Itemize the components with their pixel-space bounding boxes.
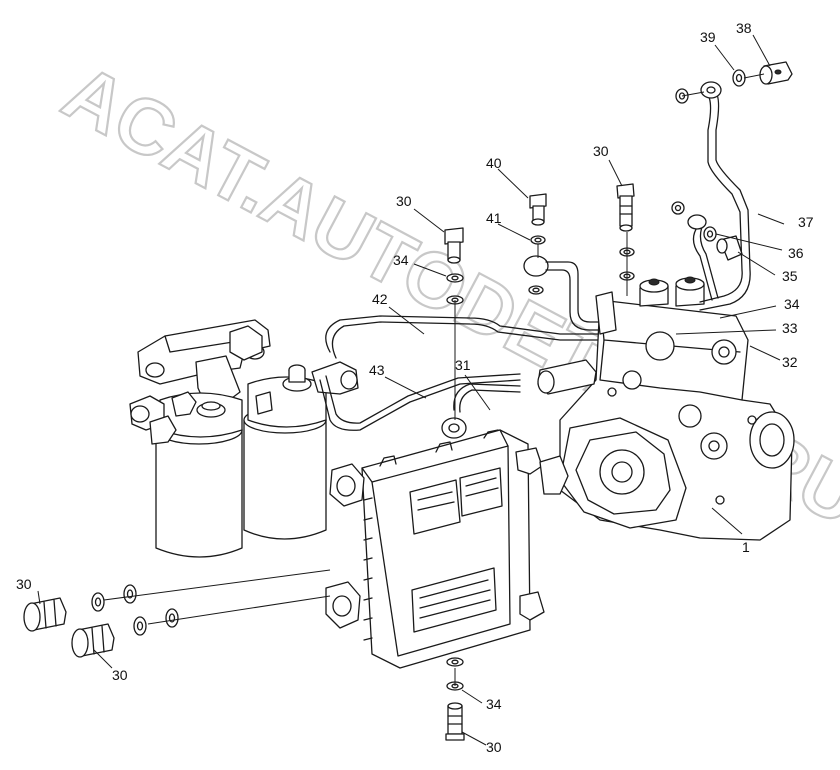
high-pressure-line xyxy=(687,81,751,311)
callout-30-bottom: 30 xyxy=(486,739,502,755)
washer-39 xyxy=(732,69,746,87)
callout-31: 31 xyxy=(455,357,471,373)
callout-33: 33 xyxy=(782,320,798,336)
callout-40: 40 xyxy=(486,155,502,171)
callout-labels: 1 30 30 30 30 30 31 32 33 34 34 34 35 36… xyxy=(16,20,814,755)
banjo-bolt-38 xyxy=(759,61,793,85)
callout-42: 42 xyxy=(372,291,388,307)
callout-34-top: 34 xyxy=(784,296,800,312)
bolt-40 xyxy=(529,193,547,226)
fuel-pipes xyxy=(319,255,601,431)
callout-34-lower: 34 xyxy=(486,696,502,712)
banjo-bolt-30-upper xyxy=(444,227,464,264)
banjo-bolts-and-washers xyxy=(23,61,793,741)
callout-1: 1 xyxy=(742,539,750,555)
callout-30-left-b: 30 xyxy=(112,667,128,683)
callout-41: 41 xyxy=(486,210,502,226)
callout-36: 36 xyxy=(788,245,804,261)
callout-34-upper-ecu: 34 xyxy=(393,252,409,268)
fuel-filter-right xyxy=(243,361,359,540)
washer-41 xyxy=(530,235,546,245)
washer-34-lower xyxy=(446,657,464,667)
callout-38: 38 xyxy=(736,20,752,36)
ecu-module xyxy=(325,417,545,669)
callout-37: 37 xyxy=(798,214,814,230)
banjo-bolt-30-top xyxy=(616,183,635,232)
callout-35: 35 xyxy=(782,268,798,284)
assembly-axis-lines xyxy=(103,73,765,686)
washer-34-upper xyxy=(446,273,464,283)
banjo-bolt-30-left-a xyxy=(23,597,67,632)
washer-36 xyxy=(703,226,717,242)
callout-43: 43 xyxy=(369,362,385,378)
callout-39: 39 xyxy=(700,29,716,45)
fuel-filter-left xyxy=(129,391,243,558)
leader-lines xyxy=(37,34,785,746)
banjo-bolt-30-left-b xyxy=(71,623,115,658)
callout-30-left-a: 30 xyxy=(16,576,32,592)
injection-pump xyxy=(537,276,795,541)
callout-30-top-pump: 30 xyxy=(593,143,609,159)
callout-32: 32 xyxy=(782,354,798,370)
callout-30-upper-ecu: 30 xyxy=(396,193,412,209)
banjo-bolt-30-lower xyxy=(445,702,465,741)
